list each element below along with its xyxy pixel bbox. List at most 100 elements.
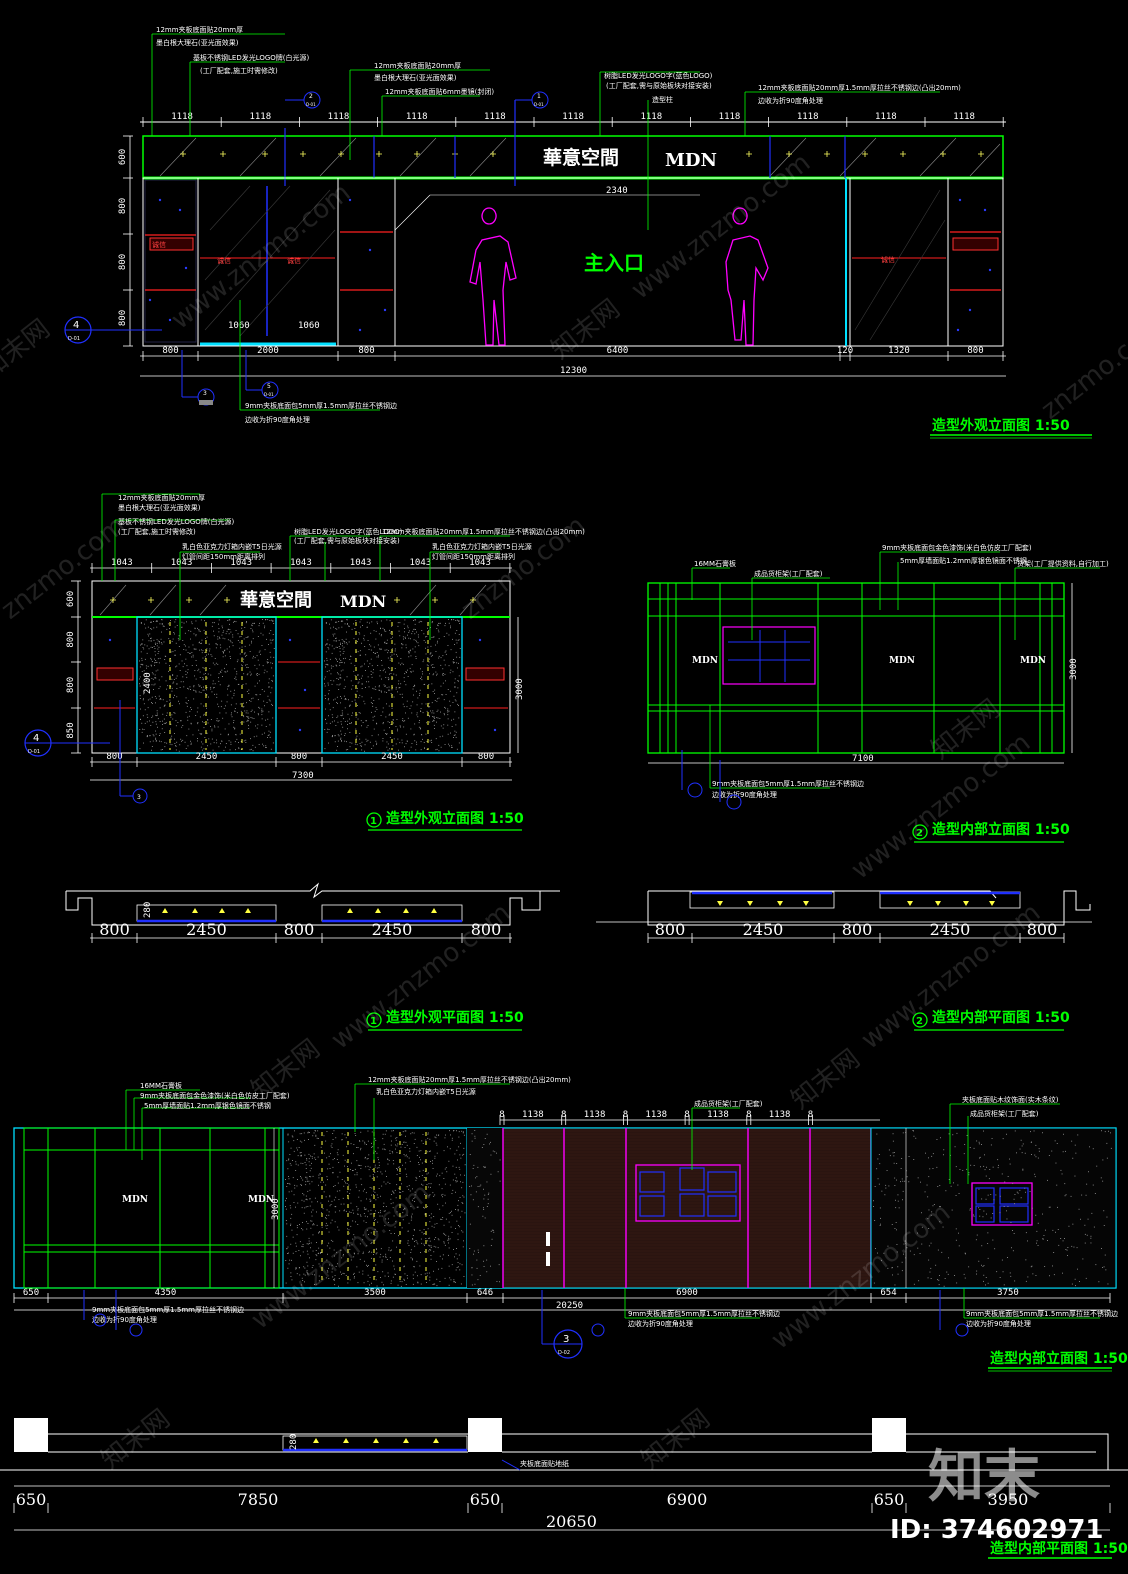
- svg-text:12mm夹板底面贴20mm厚1.5mm厚拉丝不锈钢边(凸出2: 12mm夹板底面贴20mm厚1.5mm厚拉丝不锈钢边(凸出20mm): [368, 1075, 571, 1084]
- mid-dim: 2400: [143, 672, 153, 694]
- fascia-posts: [284, 100, 846, 186]
- tube-lines: [169, 622, 429, 750]
- left-bays: 诚信 诚信 诚信 1060 1060: [142, 177, 396, 347]
- sign-left: 诚信: [152, 240, 166, 249]
- svg-text:12mm夹板底面贴20mm厚1.5mm厚拉丝不锈钢边(凸出2: 12mm夹板底面贴20mm厚1.5mm厚拉丝不锈钢边(凸出20mm): [382, 527, 585, 536]
- svg-text:成品货柜架(工厂配套): 成品货柜架(工厂配套): [694, 1099, 763, 1108]
- title-number-circle: [912, 1012, 928, 1028]
- svg-text:5mm厚墙面贴1.2mm厚银色镜面不锈钢: 5mm厚墙面贴1.2mm厚银色镜面不锈钢: [144, 1101, 271, 1110]
- svg-text:5: 5: [267, 383, 271, 390]
- dim-label: 1118: [719, 112, 741, 122]
- tag-1: 1060: [228, 321, 250, 331]
- svg-text:D-01: D-01: [68, 336, 80, 342]
- dim-label: 1138: [707, 1110, 729, 1120]
- dim-label: 6900: [667, 1490, 708, 1509]
- light-points: [717, 901, 995, 906]
- svg-text:成品货柜架(工厂配套): 成品货柜架(工厂配套): [970, 1109, 1039, 1118]
- dim-label: 800: [106, 752, 122, 762]
- right-dim: 3000: [515, 678, 525, 700]
- callouts: [681, 750, 742, 810]
- leader-lines: [101, 493, 510, 640]
- dim-2340: 2340: [606, 186, 628, 196]
- svg-text:9mm夹板底面包5mm厚1.5mm厚拉丝不锈钢边: 9mm夹板底面包5mm厚1.5mm厚拉丝不锈钢边: [628, 1309, 780, 1318]
- display-cabinet-right: [971, 1182, 1033, 1226]
- mdn-logo-3: MDN: [1020, 656, 1046, 666]
- callout-1: 1 D-01: [515, 91, 549, 109]
- svg-text:灯管间距150mm距离排列: 灯管间距150mm距离排列: [432, 552, 515, 561]
- svg-text:16MM石膏板: 16MM石膏板: [140, 1081, 182, 1090]
- svg-text:2: 2: [916, 828, 923, 839]
- svg-text:9mm夹板底面包5mm厚1.5mm厚拉丝不锈钢边: 9mm夹板底面包5mm厚1.5mm厚拉丝不锈钢边: [966, 1309, 1118, 1318]
- notes-group: 12mm夹板底面贴20mm厚 墨白根大理石(亚光面效果) 基板不锈钢LED发光L…: [118, 493, 585, 561]
- lightbox-panel-right: [321, 616, 463, 754]
- fascia-light-marks: [110, 597, 476, 603]
- svg-text:12mm夹板底面贴20mm厚1.5mm厚拉丝不锈钢边(凸出2: 12mm夹板底面贴20mm厚1.5mm厚拉丝不锈钢边(凸出20mm): [758, 83, 961, 92]
- svg-text:1: 1: [370, 816, 377, 827]
- title-number-circle: [366, 1012, 382, 1028]
- dim-label: 1118: [406, 112, 428, 122]
- dim-label: 1138: [769, 1110, 791, 1120]
- svg-text:9mm夹板底面包5mm厚1.5mm厚拉丝不锈钢边: 9mm夹板底面包5mm厚1.5mm厚拉丝不锈钢边: [712, 779, 864, 788]
- dim-label: 1043: [111, 558, 133, 568]
- sign-left-3: 诚信: [287, 256, 301, 265]
- dim-label: 800: [967, 346, 983, 356]
- svg-text:边收为折90度角处理: 边收为折90度角处理: [712, 790, 777, 799]
- dim-label: 1118: [562, 112, 584, 122]
- dim-label: 1043: [469, 558, 491, 568]
- svg-text:9mm夹板底面包金色漆饰(米白色仿皮工厂配套): 9mm夹板底面包金色漆饰(米白色仿皮工厂配套): [140, 1091, 290, 1100]
- logo-en: MDN: [665, 150, 717, 171]
- dim-label: 1118: [171, 112, 193, 122]
- svg-text:基板不锈钢LED发光LOGO牌(白光源): 基板不锈钢LED发光LOGO牌(白光源): [118, 517, 235, 526]
- dim-label: 1043: [171, 558, 193, 568]
- svg-text:(工厂配套,需与原始板块对接安装): (工厂配套,需与原始板块对接安装): [294, 536, 400, 545]
- svg-text:4: 4: [73, 320, 79, 331]
- logo-cn: 華意空間: [240, 589, 312, 611]
- svg-text:乳白色亚克力灯箱内嵌T5日光源: 乳白色亚克力灯箱内嵌T5日光源: [376, 1087, 476, 1096]
- title-plan-long: 造型内部平面图 1:50: [990, 1540, 1128, 1557]
- svg-text:夹板底面贴地纸: 夹板底面贴地纸: [520, 1459, 569, 1468]
- dim-label: 800: [118, 198, 128, 214]
- svg-text:2: 2: [309, 93, 313, 100]
- column-1: [14, 1418, 48, 1452]
- svg-text:4: 4: [33, 733, 39, 744]
- dim-label: 8: [561, 1110, 566, 1120]
- svg-text:D-01: D-01: [306, 102, 316, 107]
- dim-label: 1043: [410, 558, 432, 568]
- dim-label: 800: [118, 310, 128, 326]
- lightbox-texture: [139, 619, 461, 752]
- title-number-circle: [912, 824, 928, 840]
- svg-text:边收为折90度角处理: 边收为折90度角处理: [628, 1319, 693, 1328]
- svg-text:5mm厚墙面贴1.2mm厚银色镜面不锈钢: 5mm厚墙面贴1.2mm厚银色镜面不锈钢: [900, 556, 1027, 565]
- svg-text:D-01: D-01: [534, 102, 544, 107]
- svg-text:9mm夹板底面包5mm厚1.5mm厚拉丝不锈钢边: 9mm夹板底面包5mm厚1.5mm厚拉丝不锈钢边: [245, 401, 397, 410]
- dim-label: 1320: [888, 346, 910, 356]
- dim-label: 1118: [797, 112, 819, 122]
- frame-lines: [648, 583, 1064, 753]
- svg-text:1: 1: [370, 1016, 377, 1027]
- dim-label: 1118: [953, 112, 975, 122]
- dim-label: 800: [66, 677, 76, 693]
- dim-label: 1118: [484, 112, 506, 122]
- callout-4b: 4 D-01: [24, 729, 110, 757]
- dim-label: 2450: [930, 920, 971, 939]
- logo-en: MDN: [340, 592, 386, 611]
- frame-lines: [24, 1128, 279, 1288]
- svg-text:D-01: D-01: [264, 392, 274, 397]
- dim-label: 800: [655, 920, 686, 939]
- dim-label: 800: [471, 920, 502, 939]
- dim-label: 1043: [230, 558, 252, 568]
- dim-label: 800: [291, 752, 307, 762]
- svg-text:3: 3: [563, 1334, 569, 1345]
- svg-text:12mm夹板底面贴6mm墨镜(封闭): 12mm夹板底面贴6mm墨镜(封闭): [385, 87, 494, 96]
- dim-label: 654: [880, 1288, 896, 1298]
